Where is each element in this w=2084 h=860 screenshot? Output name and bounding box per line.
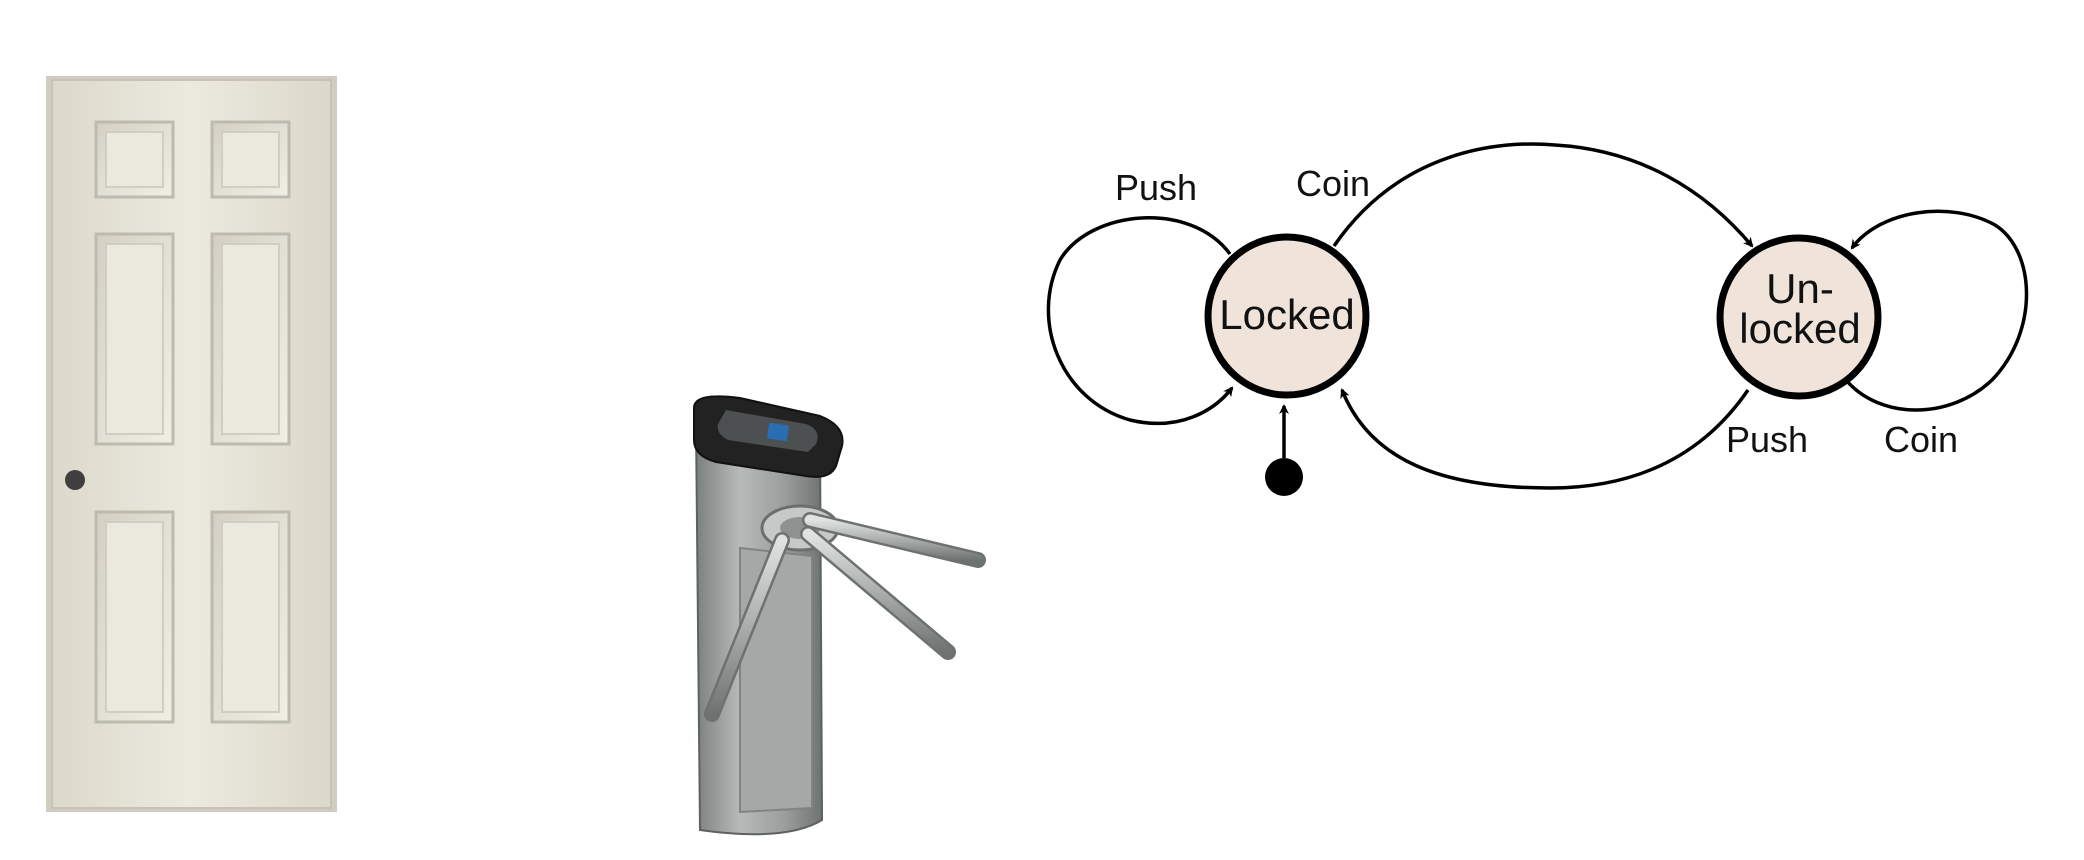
turnstile-screen <box>766 422 790 442</box>
edge-label-unlocked-push: Push <box>1726 419 1808 460</box>
state-locked-label: Locked <box>1219 291 1354 338</box>
edge-label-locked-coin: Coin <box>1296 163 1370 204</box>
edge-unlocked-push-locked <box>1340 388 1750 490</box>
state-unlocked-label-line2: locked <box>1739 305 1860 352</box>
door-panels <box>94 120 291 724</box>
edge-locked-coin-unlocked <box>1332 142 1754 248</box>
edge-label-locked-push: Push <box>1115 167 1197 208</box>
state-diagram <box>1046 142 2029 496</box>
door-panel <box>221 131 280 188</box>
door-panel <box>105 243 164 435</box>
turnstile-illustration <box>693 395 986 836</box>
turnstile-arm <box>706 534 788 720</box>
edge-locked-push-self <box>1046 216 1234 426</box>
turnstile-arm <box>804 514 984 566</box>
door-panel <box>221 521 280 713</box>
door-panel <box>105 521 164 713</box>
turnstile-door-panel <box>739 546 813 814</box>
edge-unlocked-coin-self <box>1844 209 2029 412</box>
edge-label-unlocked-coin: Coin <box>1884 419 1958 460</box>
turnstile-arm <box>802 528 954 658</box>
state-unlocked <box>1716 234 1882 400</box>
door-knob-icon <box>65 470 85 490</box>
door-panel <box>105 131 164 188</box>
state-locked <box>1204 233 1370 399</box>
turnstile-display <box>717 410 818 452</box>
door-illustration <box>46 76 337 812</box>
initial-state-dot <box>1265 458 1303 496</box>
state-unlocked-label-line1: Un- <box>1766 265 1834 312</box>
door-panel <box>221 243 280 435</box>
